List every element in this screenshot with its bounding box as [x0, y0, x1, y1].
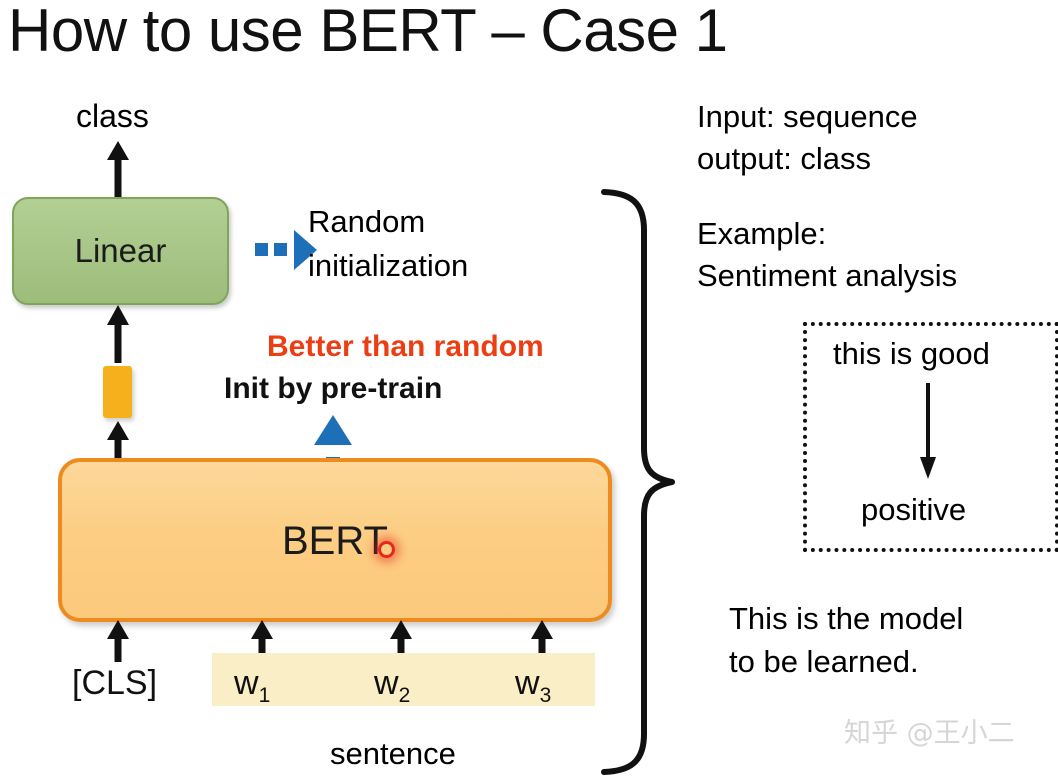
token-w2-text: w: [374, 664, 399, 702]
output-line: output: class: [697, 141, 872, 176]
bert-model-box[interactable]: [58, 458, 612, 622]
arrow-w3-to-bert: [528, 620, 556, 662]
example-arrow-down: [918, 383, 938, 479]
example-input-text: this is good: [833, 336, 990, 371]
random-init-dotted-arrow: [255, 230, 317, 270]
bert-highlight-dot: [378, 541, 395, 558]
linear-layer-box[interactable]: Linear: [12, 197, 229, 305]
random-initialization-line-2: initialization: [308, 248, 469, 283]
bert-box-label: BERT: [282, 519, 388, 563]
arrow-w2-to-bert: [387, 620, 415, 662]
input-line: Input: sequence: [697, 99, 918, 134]
example-description: Example: Sentiment analysis: [697, 213, 957, 297]
token-w3-text: w: [515, 664, 540, 702]
example-task: Sentiment analysis: [697, 258, 958, 293]
token-w1: w1: [234, 664, 270, 708]
arrow-cls-to-bert: [104, 620, 132, 662]
token-w2: w2: [374, 664, 410, 708]
token-w3-index: 3: [539, 683, 552, 707]
linear-box-label: Linear: [74, 232, 167, 269]
token-w1-text: w: [234, 664, 259, 702]
sentence-label: sentence: [330, 736, 456, 771]
random-initialization-line-1: Random: [308, 204, 426, 239]
token-w2-index: 2: [398, 683, 411, 707]
cls-embedding-connector: [103, 366, 132, 418]
random-initialization-label: Random initialization: [308, 200, 468, 288]
class-output-label: class: [76, 98, 149, 134]
token-cls: [CLS]: [72, 664, 158, 702]
init-by-pretrain-label: Init by pre-train: [224, 372, 443, 405]
better-than-random-label: Better than random: [267, 330, 544, 363]
arrow-connector-to-linear: [104, 305, 132, 363]
arrow-bert-to-connector: [104, 421, 132, 461]
arrow-w1-to-bert: [248, 620, 276, 662]
model-note-line-2: to be learned.: [729, 644, 919, 679]
model-to-be-learned-note: This is the model to be learned.: [729, 597, 963, 683]
token-w1-index: 1: [258, 683, 271, 707]
token-w3: w3: [515, 664, 551, 708]
arrow-linear-to-class: [104, 141, 132, 199]
model-note-line-1: This is the model: [729, 601, 964, 636]
page-title: How to use BERT – Case 1: [8, 0, 728, 64]
watermark: 知乎 @王小二: [844, 718, 1015, 749]
example-illustration-box: [803, 322, 1058, 552]
example-heading: Example:: [697, 216, 827, 251]
io-description: Input: sequence output: class: [697, 96, 918, 180]
grouping-curly-brace: [600, 186, 680, 778]
sentence-highlight-band: [212, 653, 595, 706]
example-output-text: positive: [861, 492, 967, 527]
